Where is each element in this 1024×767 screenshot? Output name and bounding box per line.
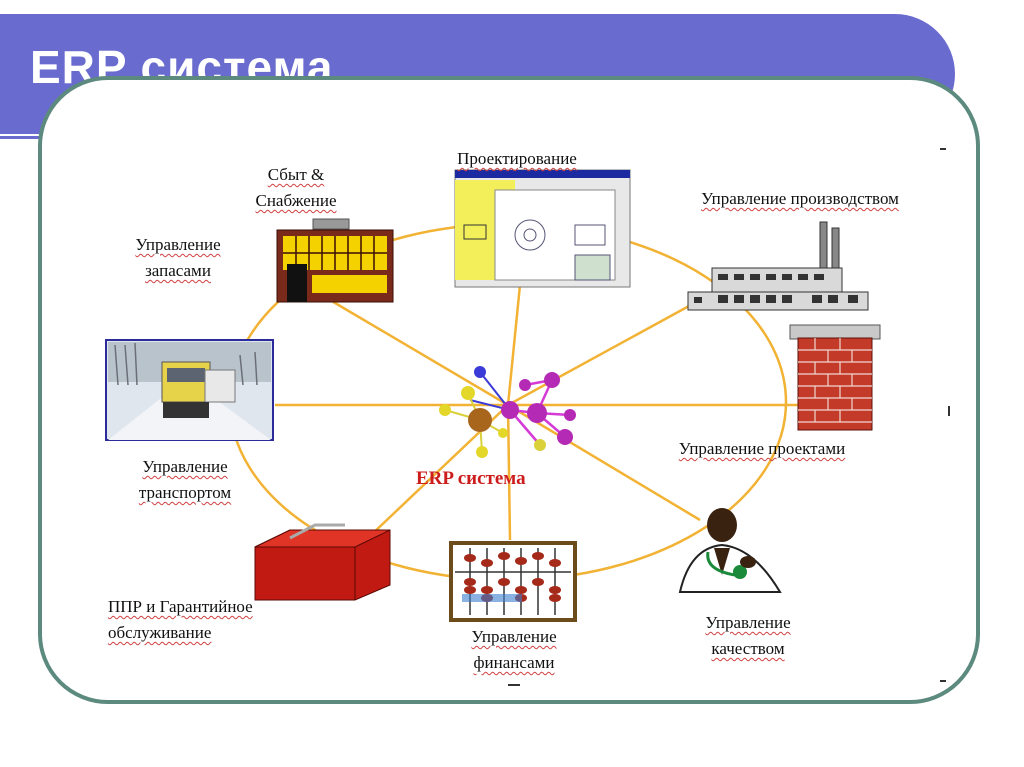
label-sales: Сбыт & Снабжение (255, 165, 337, 210)
warehouse-building-icon (276, 218, 394, 303)
abacus-icon (449, 541, 577, 622)
label-production: Управление производством (701, 189, 899, 208)
edge-mark-bottom (940, 680, 946, 682)
edge-mark-center (508, 684, 520, 686)
cad-screen-icon (454, 169, 631, 288)
erp-molecule-icon (439, 366, 576, 458)
label-design: Проектирование (457, 149, 577, 168)
label-projects: Управление проектами (678, 439, 846, 458)
label-service: ППР и Гарантийное обслуживание (108, 597, 253, 642)
label-quality: Управление качеством (705, 613, 791, 658)
connector-spokes (275, 284, 800, 556)
label-inventory: Управление запасами (135, 235, 221, 280)
inspector-person-icon (678, 508, 782, 593)
edge-mark-right (948, 406, 950, 416)
factory-icon (687, 221, 869, 311)
edge-mark-top (940, 148, 946, 150)
toolbox-icon (254, 523, 391, 601)
truck-photo-icon (105, 339, 274, 441)
center-label: ERP система (416, 468, 526, 489)
label-finance: Управление финансами (471, 627, 557, 672)
label-transport: Управление транспортом (138, 457, 232, 502)
brick-chimney-icon (789, 324, 881, 431)
